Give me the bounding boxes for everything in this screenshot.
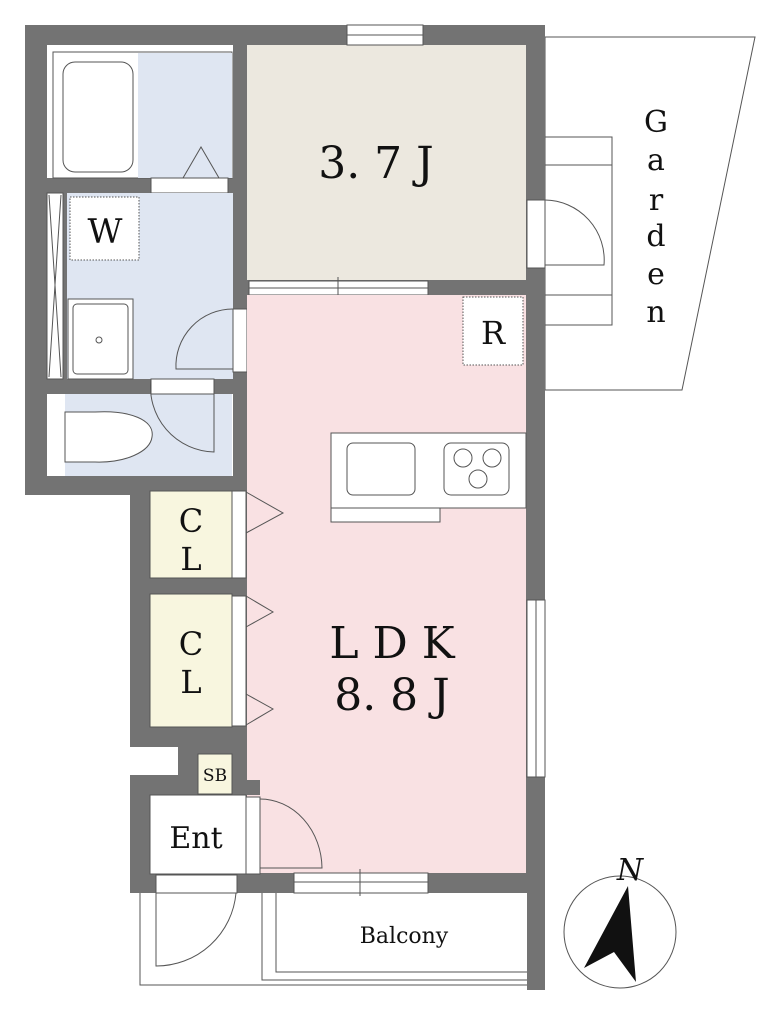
front-door[interactable] — [155, 874, 238, 894]
closet-2-door[interactable] — [231, 595, 247, 727]
washroom-label: W — [88, 212, 123, 252]
garden-door[interactable] — [526, 199, 546, 269]
garden-letter: d — [646, 219, 665, 254]
toilet-icon — [64, 411, 153, 463]
closet-2 — [149, 593, 233, 728]
closet-1 — [149, 490, 233, 579]
kitchen-counter — [330, 432, 527, 523]
entrance — [149, 794, 247, 875]
washroom — [46, 192, 234, 380]
western-room-size: 3. 7 J — [318, 138, 434, 189]
closet-1-door[interactable] — [231, 490, 247, 579]
garden-letter: a — [647, 143, 665, 178]
closet-1-label: L — [180, 540, 201, 578]
toilet-room — [47, 378, 233, 476]
balcony-window — [293, 872, 429, 894]
balcony-label: Balcony — [360, 924, 449, 949]
shoe-box — [197, 753, 233, 795]
garden-letter: G — [644, 105, 668, 140]
western-room — [247, 45, 526, 280]
entrance-label: Ent — [169, 821, 222, 856]
ldk-room — [247, 295, 526, 873]
closet-2-label: L — [180, 663, 201, 701]
washroom-door[interactable] — [232, 308, 248, 373]
ldk-label: L D K — [329, 618, 455, 669]
ldk-size: 8. 8 J — [334, 670, 450, 721]
bathroom — [47, 45, 233, 179]
garden-letter: e — [647, 257, 665, 292]
kitchen-sink-icon — [346, 442, 416, 496]
balcony — [139, 893, 527, 986]
bathroom-door[interactable] — [150, 177, 229, 194]
garden-letter: n — [646, 295, 665, 330]
ldk-door[interactable] — [245, 796, 261, 875]
toilet-door[interactable] — [150, 378, 215, 395]
shoe-box-label: SB — [203, 766, 227, 786]
compass-north-label: N — [616, 853, 645, 888]
bathtub-icon — [62, 61, 134, 173]
refrigerator-label: R — [481, 314, 506, 352]
closet-1-label: C — [179, 502, 203, 540]
closet-2-label: C — [179, 625, 203, 663]
compass-icon — [563, 875, 677, 989]
garden-letter: r — [649, 183, 664, 218]
